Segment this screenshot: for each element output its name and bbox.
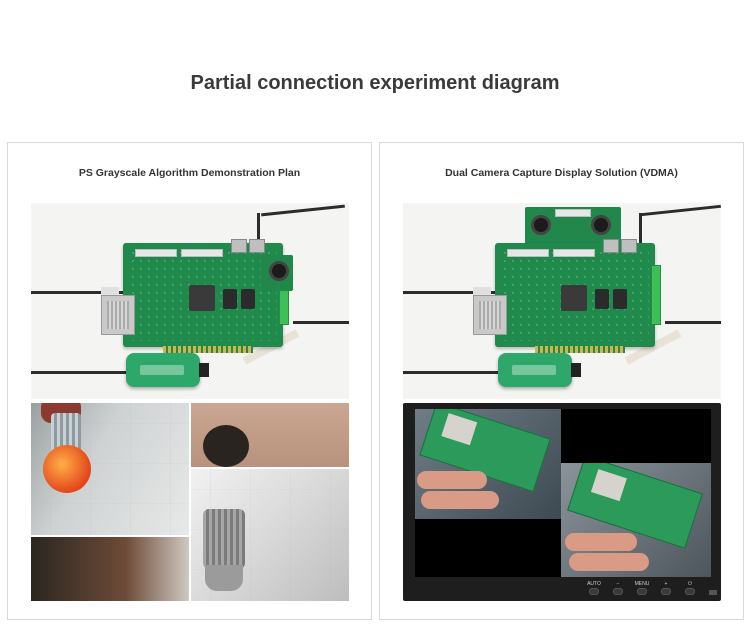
power-cable xyxy=(261,204,345,217)
bulb-red xyxy=(43,445,91,493)
gray-bulb-base xyxy=(205,565,243,591)
ethernet-port xyxy=(621,239,637,253)
finger xyxy=(417,471,487,489)
ram-chip xyxy=(595,289,609,309)
output-room xyxy=(31,537,189,601)
pin-header xyxy=(135,249,177,257)
output-person xyxy=(191,403,349,467)
board-photo xyxy=(403,203,721,399)
output-grayscale-bulb xyxy=(191,469,349,601)
pin-header xyxy=(507,249,549,257)
ethernet-port xyxy=(603,239,619,253)
dongle-connector xyxy=(571,363,581,377)
output-collage xyxy=(31,403,349,601)
gray-bulb xyxy=(203,509,245,569)
panel-dual-camera: Dual Camera Capture Display Solution (VD… xyxy=(379,142,744,620)
camera-module xyxy=(261,255,293,291)
pcie-fingers xyxy=(163,346,253,353)
power-cable-drop xyxy=(257,213,260,253)
camera-lens-icon xyxy=(531,215,551,235)
usb-jtag-dongle xyxy=(126,353,200,387)
monitor-screen xyxy=(415,409,711,577)
fpga-chip xyxy=(189,285,215,311)
pcie-fingers xyxy=(535,346,625,353)
camera-lens-icon xyxy=(591,215,611,235)
output-color-bulb xyxy=(31,403,189,535)
finger xyxy=(565,533,637,551)
power-cable-drop xyxy=(639,213,642,253)
terminal-block xyxy=(651,265,661,325)
panel-title: PS Grayscale Algorithm Demonstration Pla… xyxy=(78,167,301,179)
camera-lens-icon xyxy=(269,261,289,281)
menu-button[interactable]: MENU xyxy=(631,581,653,595)
power-cable xyxy=(641,204,721,217)
ethernet-port xyxy=(249,239,265,253)
ram-chip xyxy=(613,289,627,309)
usb-plug xyxy=(101,287,119,297)
usb-cable xyxy=(31,291,127,294)
camera-header xyxy=(555,209,591,217)
pin-header xyxy=(553,249,595,257)
pin-header xyxy=(181,249,223,257)
usb-cable xyxy=(403,291,499,294)
power-led-icon xyxy=(709,590,717,595)
monitor-controls: AUTO − MENU + ⏻ xyxy=(583,581,713,597)
dongle-connector xyxy=(199,363,209,377)
usb-plug xyxy=(473,287,491,297)
fpga-board xyxy=(101,239,289,353)
panel-ps-grayscale: PS Grayscale Algorithm Demonstration Pla… xyxy=(7,142,372,620)
power-button[interactable]: ⏻ xyxy=(679,581,701,595)
fpga-chip xyxy=(561,285,587,311)
usb-jtag-dongle xyxy=(498,353,572,387)
fpga-board xyxy=(473,239,661,353)
ethernet-port xyxy=(231,239,247,253)
jtag-cable xyxy=(403,371,499,374)
camera-feed-1 xyxy=(415,409,561,519)
minus-button[interactable]: − xyxy=(607,581,629,595)
ram-chip xyxy=(241,289,255,309)
plus-button[interactable]: + xyxy=(655,581,677,595)
finger xyxy=(421,491,499,509)
display-monitor: AUTO − MENU + ⏻ xyxy=(403,403,721,601)
sfp-cage xyxy=(101,295,135,335)
camera-feed-2 xyxy=(561,463,711,577)
ethernet-cable xyxy=(293,321,349,324)
auto-button[interactable]: AUTO xyxy=(583,581,605,595)
sfp-cage xyxy=(473,295,507,335)
board-photo xyxy=(31,203,349,399)
panel-title: Dual Camera Capture Display Solution (VD… xyxy=(445,167,678,179)
finger xyxy=(569,553,649,571)
ethernet-cable xyxy=(665,321,721,324)
person-head xyxy=(203,425,249,467)
jtag-cable xyxy=(31,371,127,374)
ram-chip xyxy=(223,289,237,309)
page-title: Partial connection experiment diagram xyxy=(190,72,560,94)
